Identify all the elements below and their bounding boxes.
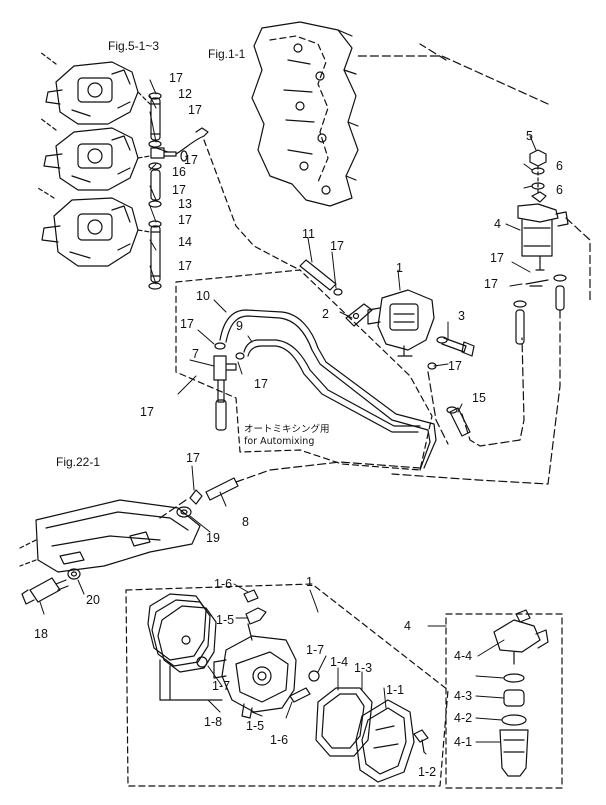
callout-17: 17 xyxy=(140,405,154,419)
callout-4-2: 4-2 xyxy=(454,711,473,725)
callout-17: 17 xyxy=(188,103,202,117)
hose-right-a xyxy=(513,300,527,345)
automixing-group xyxy=(175,269,437,471)
callout-2: 2 xyxy=(322,307,329,321)
callout-17: 17 xyxy=(484,277,498,291)
automixing-note-jp: オートミキシング用 xyxy=(244,424,330,435)
callout-20: 20 xyxy=(86,593,100,607)
leader-lines xyxy=(39,79,537,755)
callout-1-2: 1-2 xyxy=(418,765,437,779)
callout-4-1: 4-1 xyxy=(454,735,473,749)
fuel-pump-1 xyxy=(367,289,435,357)
callout-10: 10 xyxy=(196,289,210,303)
automixing-note: オートミキシング用 for Automixing xyxy=(244,424,330,448)
callout-1-1: 1-1 xyxy=(386,683,405,697)
callout-1-7: 1-7 xyxy=(212,679,231,693)
callout-4: 4 xyxy=(494,217,501,231)
callout-1-5: 1-5 xyxy=(216,613,235,627)
hose-15 xyxy=(446,406,471,437)
callout-17: 17 xyxy=(178,213,192,227)
callout-17: 17 xyxy=(186,451,200,465)
callout-12: 12 xyxy=(178,87,192,101)
callout-19: 19 xyxy=(206,531,220,545)
callout-17: 17 xyxy=(178,259,192,273)
callout-17: 17 xyxy=(184,153,198,167)
callout-16: 16 xyxy=(172,165,186,179)
callout-17: 17 xyxy=(180,317,194,331)
callout-13: 13 xyxy=(178,197,192,211)
callout-17: 17 xyxy=(490,251,504,265)
callout-11: 11 xyxy=(302,227,315,241)
hose-12 xyxy=(150,97,161,141)
hose-13 xyxy=(150,169,161,201)
callout-15: 15 xyxy=(472,391,486,405)
callout-7: 7 xyxy=(192,347,199,361)
callout-1-3: 1-3 xyxy=(354,661,373,675)
callout-17: 17 xyxy=(254,377,268,391)
cap-5 xyxy=(529,149,547,167)
filter-4 xyxy=(517,191,569,271)
connector-18 xyxy=(21,577,69,605)
callout-1-6: 1-6 xyxy=(270,733,289,747)
callout-3: 3 xyxy=(458,309,465,323)
callout-4: 4 xyxy=(404,619,411,633)
automixing-note-en: for Automixing xyxy=(244,435,315,447)
callout-1-5: 1-5 xyxy=(246,719,265,733)
callout-17: 17 xyxy=(169,71,183,85)
callout-18: 18 xyxy=(34,627,48,641)
callout-17: 17 xyxy=(330,239,344,253)
callout-14: 14 xyxy=(178,235,192,249)
bottom-cowl xyxy=(19,499,201,573)
clips xyxy=(148,92,188,290)
callout-8: 8 xyxy=(242,515,249,529)
callout-9: 9 xyxy=(236,319,243,333)
fig-5-1-3-ref: Fig.5-1~3 xyxy=(108,39,160,53)
bracket-2 xyxy=(345,303,373,327)
callout-1-4: 1-4 xyxy=(330,655,349,669)
carburetor-3 xyxy=(41,197,139,267)
callout-4-3: 4-3 xyxy=(454,689,473,703)
bolt-3 xyxy=(436,336,475,357)
grommet-19 xyxy=(176,506,192,518)
t-joint-16 xyxy=(150,147,177,159)
hose-right-b xyxy=(553,274,567,311)
callout-4-4: 4-4 xyxy=(454,649,473,663)
callout-1: 1 xyxy=(396,261,403,275)
powerhead-block xyxy=(251,21,359,207)
callout-6: 6 xyxy=(556,159,563,173)
callout-1-7: 1-7 xyxy=(306,643,325,657)
callout-1-8: 1-8 xyxy=(204,715,223,729)
callout-5: 5 xyxy=(526,129,533,143)
fig-1-1-ref: Fig.1-1 xyxy=(208,47,246,61)
callout-17: 17 xyxy=(448,359,462,373)
callout-6: 6 xyxy=(556,183,563,197)
callout-1-6: 1-6 xyxy=(214,577,233,591)
carburetor-2 xyxy=(43,127,139,191)
fig-22-1-ref: Fig.22-1 xyxy=(56,455,101,469)
callout-17: 17 xyxy=(172,183,186,197)
carburetor-1 xyxy=(45,61,139,125)
nut-20 xyxy=(67,568,81,580)
pump-exploded-group xyxy=(125,583,449,787)
hose-8 xyxy=(189,477,239,505)
callout-1: 1 xyxy=(306,575,313,589)
